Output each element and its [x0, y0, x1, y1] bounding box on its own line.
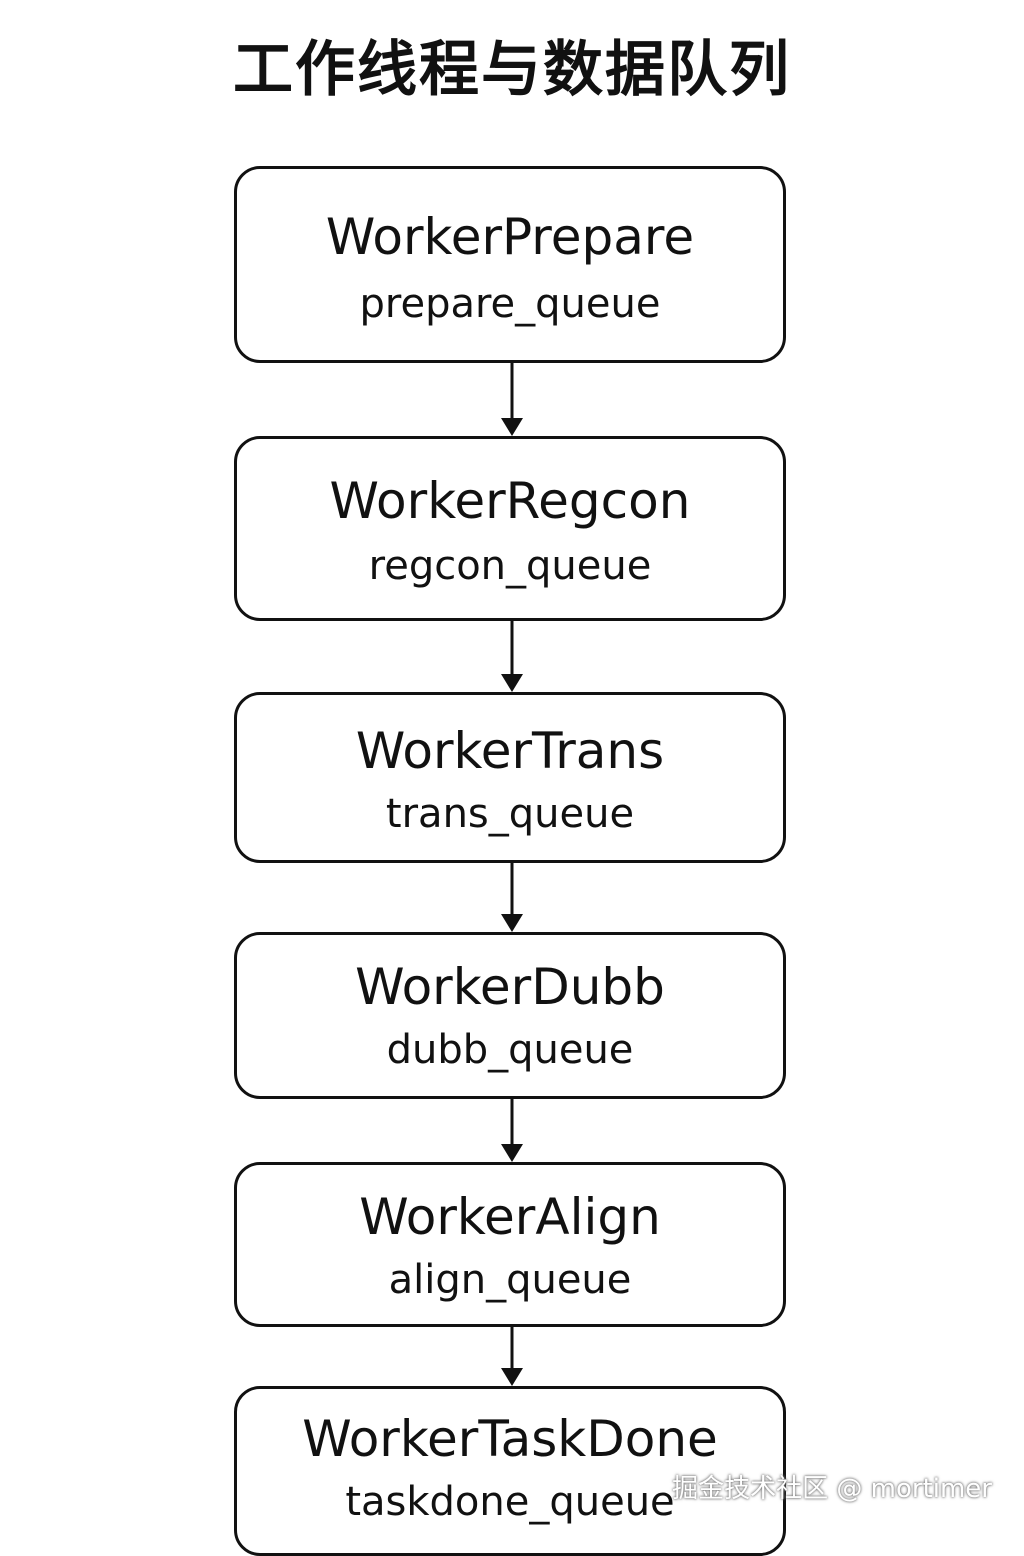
- node-worker-regcon: WorkerRegcon regcon_queue: [234, 436, 786, 621]
- arrow-regcon-to-trans: [501, 620, 523, 692]
- node-name: WorkerAlign: [359, 1188, 661, 1246]
- node-worker-trans: WorkerTrans trans_queue: [234, 692, 786, 863]
- arrow-prepare-to-regcon: [501, 362, 523, 436]
- node-queue: align_queue: [388, 1257, 632, 1303]
- node-name: WorkerRegcon: [329, 472, 691, 530]
- node-worker-prepare: WorkerPrepare prepare_queue: [234, 166, 786, 363]
- node-name: WorkerTrans: [355, 722, 665, 780]
- node-queue: dubb_queue: [386, 1027, 634, 1073]
- node-worker-dubb: WorkerDubb dubb_queue: [234, 932, 786, 1099]
- node-name: WorkerTaskDone: [302, 1410, 718, 1468]
- node-queue: prepare_queue: [359, 281, 661, 327]
- node-queue: taskdone_queue: [345, 1479, 675, 1525]
- node-name: WorkerPrepare: [325, 208, 695, 266]
- arrow-dubb-to-align: [501, 1098, 523, 1162]
- arrow-align-to-taskdone: [501, 1326, 523, 1386]
- diagram-title: 工作线程与数据队列: [233, 35, 791, 105]
- arrow-trans-to-dubb: [501, 862, 523, 932]
- watermark: 掘金技术社区 @ mortimer: [672, 1474, 992, 1504]
- node-queue: regcon_queue: [368, 543, 652, 589]
- node-worker-align: WorkerAlign align_queue: [234, 1162, 786, 1327]
- node-queue: trans_queue: [385, 791, 635, 837]
- node-name: WorkerDubb: [355, 958, 665, 1016]
- node-worker-taskdone: WorkerTaskDone taskdone_queue: [234, 1386, 786, 1556]
